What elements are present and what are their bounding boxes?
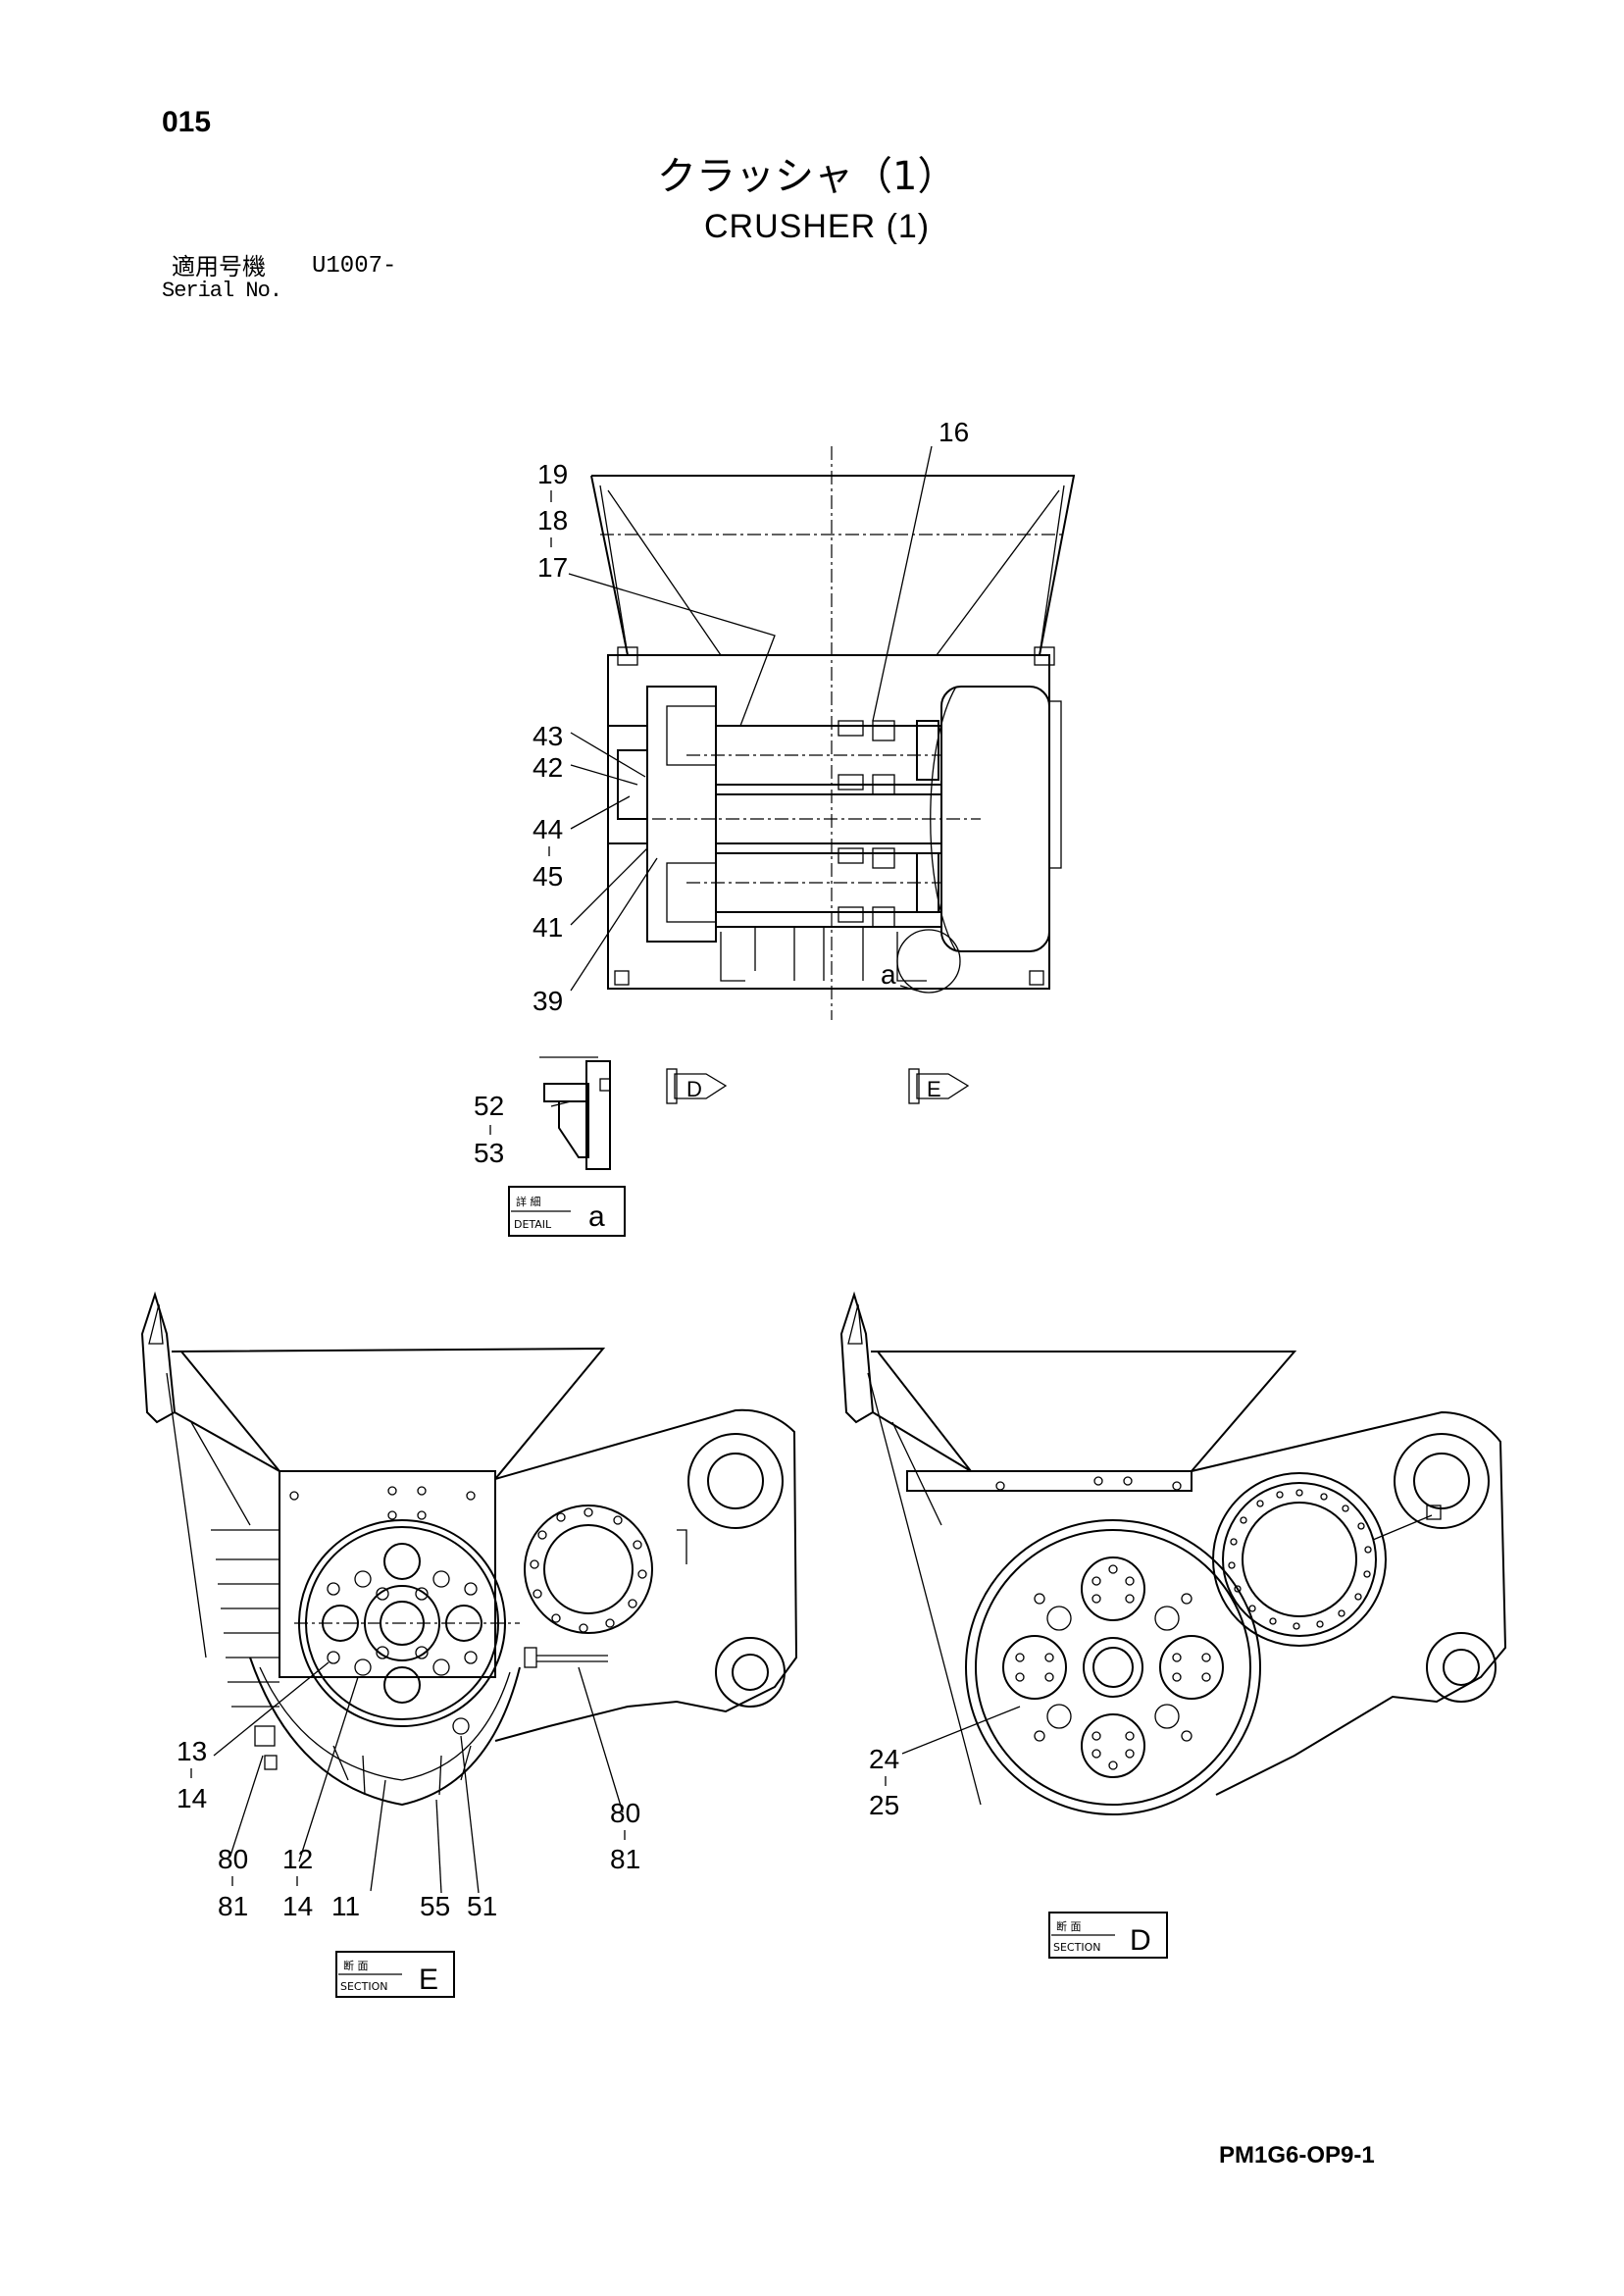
callout-53: 53 — [474, 1138, 504, 1168]
callout-80-right: 80 — [610, 1798, 640, 1828]
detail-a-view: 52 53 詳 細 DETAIL a — [474, 1056, 626, 1237]
callout-42: 42 — [533, 752, 563, 783]
callout-19: 19 — [537, 459, 568, 489]
callout-11: 11 — [331, 1891, 360, 1921]
serial-label-japanese: 適用号機 — [172, 253, 266, 281]
callout-14: 14 — [177, 1783, 207, 1813]
page-number: 015 — [162, 106, 212, 138]
section-e-box-jp: 断 面 — [343, 1959, 369, 1972]
section-d-box-jp: 断 面 — [1056, 1919, 1082, 1933]
callout-24: 24 — [869, 1744, 899, 1774]
document-code: PM1G6-OP9-1 — [1219, 2142, 1375, 2168]
callout-43: 43 — [533, 721, 563, 751]
callout-14-lower: 14 — [282, 1891, 313, 1921]
detail-box-en: DETAIL — [514, 1218, 552, 1231]
callout-45: 45 — [533, 861, 563, 892]
section-d-label-box — [1048, 1912, 1168, 1959]
callout-39: 39 — [533, 986, 563, 1016]
callout-81-left: 81 — [218, 1891, 248, 1921]
top-assembly-view — [568, 445, 1076, 1020]
detail-label-box — [508, 1186, 626, 1237]
callout-16: 16 — [939, 417, 969, 447]
section-e-view — [140, 1291, 798, 1894]
callout-12: 12 — [282, 1844, 313, 1874]
callout-18: 18 — [537, 505, 568, 536]
callout-41: 41 — [533, 912, 563, 943]
callout-81-right: 81 — [610, 1844, 640, 1874]
section-d-view — [839, 1291, 1507, 1815]
detail-box-id: a — [588, 1200, 605, 1233]
callout-25: 25 — [869, 1790, 899, 1820]
callout-17: 17 — [537, 552, 568, 583]
callout-52: 52 — [474, 1091, 504, 1121]
section-e-callouts: 13 14 80 81 12 14 11 55 51 80 81 断 面 SEC… — [177, 1736, 640, 1998]
callout-a: a — [881, 959, 896, 990]
section-d-callouts: 24 25 断 面 SECTION D — [869, 1744, 1168, 1959]
callout-51: 51 — [467, 1891, 497, 1921]
section-d-box-en: SECTION — [1053, 1941, 1100, 1954]
section-e-box-id: E — [419, 1964, 438, 1996]
view-marker-e: E — [927, 1077, 941, 1101]
section-e-box-en: SECTION — [340, 1980, 387, 1993]
callout-55: 55 — [420, 1891, 450, 1921]
view-marker-d: D — [686, 1077, 702, 1101]
callout-44: 44 — [533, 814, 563, 844]
detail-box-jp: 詳 細 — [516, 1195, 541, 1208]
title-japanese: クラッシャ（1） — [657, 154, 957, 199]
serial-label-english: Serial No. — [162, 279, 282, 303]
section-e-label-box — [335, 1951, 455, 1998]
title-english: CRUSHER (1) — [704, 208, 931, 245]
serial-value: U1007- — [312, 253, 397, 280]
top-callouts: 16 19 18 17 43 42 44 45 41 39 a — [533, 417, 969, 1016]
section-d-box-id: D — [1130, 1924, 1151, 1957]
view-markers: D E — [666, 1068, 970, 1104]
callout-13: 13 — [177, 1736, 207, 1766]
callout-80-left: 80 — [218, 1844, 248, 1874]
